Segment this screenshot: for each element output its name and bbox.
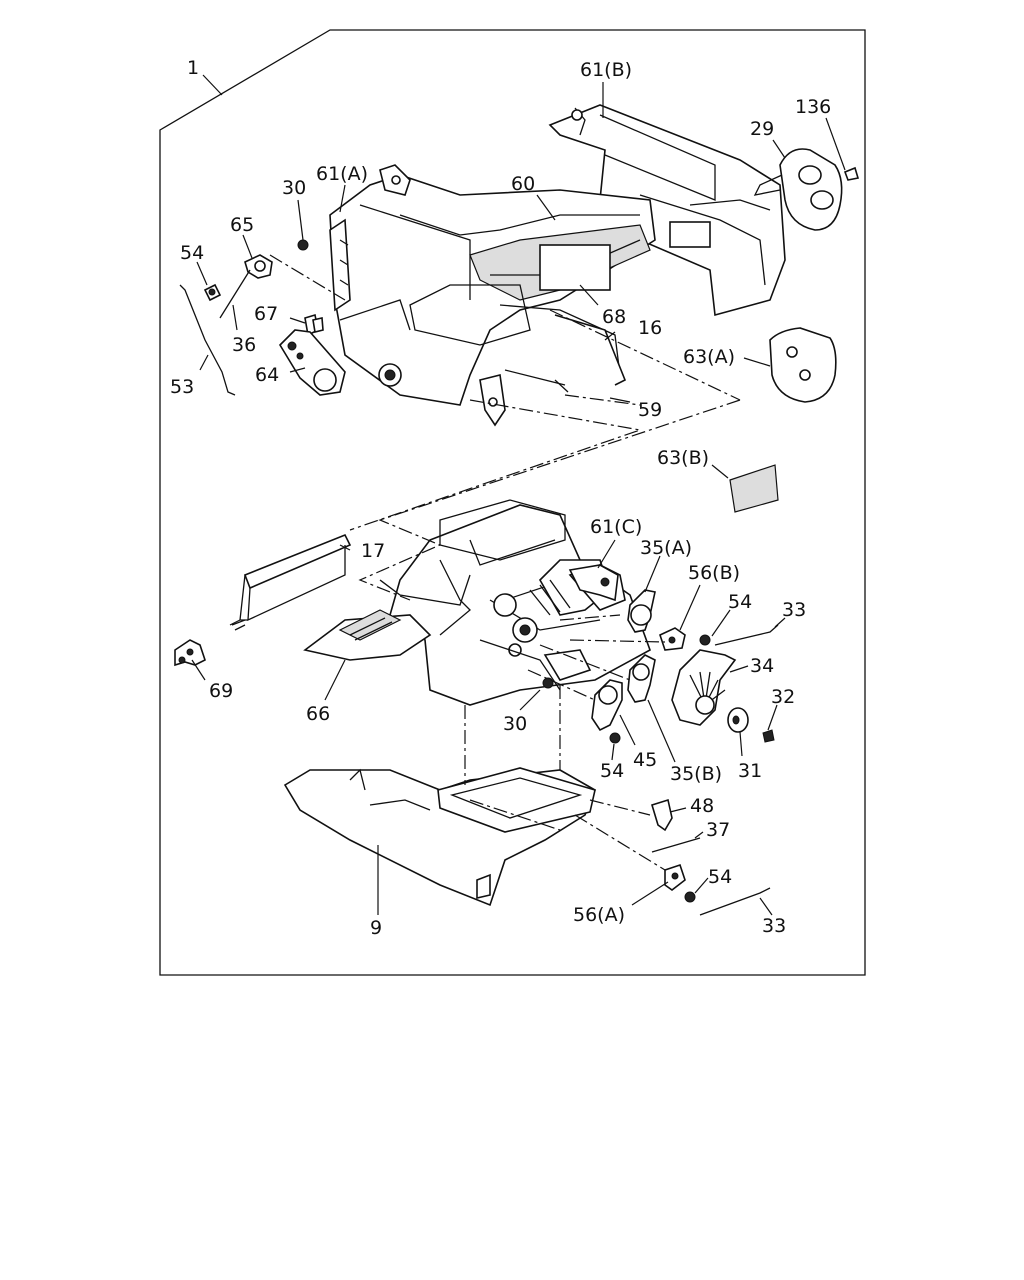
part-31-washer bbox=[727, 707, 749, 733]
part-54-screw-d bbox=[684, 891, 696, 903]
callout-31: 31 bbox=[738, 760, 762, 782]
part-67-clip bbox=[304, 313, 324, 337]
part-63b-pad bbox=[729, 464, 779, 513]
callout-30-lower: 30 bbox=[503, 713, 527, 735]
callout-33-lower: 33 bbox=[762, 915, 786, 937]
part-32-screw bbox=[762, 729, 775, 743]
part-56b-clip bbox=[659, 627, 686, 651]
part-33-rod-lower bbox=[699, 887, 771, 916]
part-33-rod-upper bbox=[714, 624, 779, 646]
part-29-gasket bbox=[753, 148, 843, 231]
callout-29: 29 bbox=[750, 118, 774, 140]
callout-63b: 63(B) bbox=[657, 447, 709, 469]
callout-30-upper: 30 bbox=[282, 177, 306, 199]
callout-136: 136 bbox=[795, 96, 831, 118]
part-54-clip-upper bbox=[203, 283, 222, 302]
callout-36: 36 bbox=[232, 334, 256, 356]
callout-64: 64 bbox=[255, 364, 279, 386]
callout-53: 53 bbox=[170, 376, 194, 398]
part-65-lever bbox=[219, 254, 273, 319]
part-54-screw-b bbox=[699, 634, 711, 646]
part-48-lever bbox=[651, 798, 673, 832]
part-35b-lever bbox=[627, 654, 656, 703]
part-136-screw bbox=[843, 166, 860, 181]
callout-16: 16 bbox=[638, 317, 662, 339]
callout-54-c: 54 bbox=[600, 760, 624, 782]
upper-heater-case bbox=[329, 104, 786, 427]
callout-labels: 1 61(B) 136 29 30 61(A) 60 65 54 67 68 1… bbox=[170, 57, 831, 939]
part-37-rod bbox=[651, 837, 701, 853]
callout-17: 17 bbox=[361, 540, 385, 562]
callout-54-b: 54 bbox=[728, 591, 752, 613]
leader-1 bbox=[202, 74, 223, 96]
part-66-damper bbox=[303, 609, 432, 661]
callout-37: 37 bbox=[706, 819, 730, 841]
part-56a-clip bbox=[664, 863, 686, 891]
callout-56b: 56(B) bbox=[688, 562, 740, 584]
callout-65: 65 bbox=[230, 214, 254, 236]
part-64-link bbox=[278, 329, 346, 396]
callout-61a: 61(A) bbox=[316, 163, 368, 185]
callout-60: 60 bbox=[511, 173, 535, 195]
callout-9: 9 bbox=[370, 917, 382, 939]
callout-59: 59 bbox=[638, 399, 662, 421]
callout-32: 32 bbox=[771, 686, 795, 708]
callout-54-d: 54 bbox=[708, 866, 732, 888]
callout-34: 34 bbox=[750, 655, 774, 677]
callout-45: 45 bbox=[633, 749, 657, 771]
callout-68: 68 bbox=[602, 306, 626, 328]
part-53-rod bbox=[179, 284, 236, 396]
assembly-frame bbox=[159, 29, 866, 976]
part-30-screw-upper bbox=[297, 239, 309, 251]
part-45-link bbox=[591, 679, 623, 732]
callout-63a: 63(A) bbox=[683, 346, 735, 368]
part-54-screw-c bbox=[609, 732, 621, 744]
part-34-cam bbox=[671, 649, 737, 726]
leader-lines bbox=[191, 82, 846, 916]
callout-54-upper: 54 bbox=[180, 242, 204, 264]
callout-56a: 56(A) bbox=[573, 904, 625, 926]
callout-67: 67 bbox=[254, 303, 278, 325]
callout-61b: 61(B) bbox=[580, 59, 632, 81]
part-69-lever bbox=[174, 639, 206, 667]
callout-69: 69 bbox=[209, 680, 233, 702]
part-17-plate bbox=[231, 533, 352, 631]
callout-1: 1 bbox=[187, 57, 199, 79]
callout-66: 66 bbox=[306, 703, 330, 725]
part-30-screw-lower bbox=[542, 677, 554, 689]
callout-33-upper: 33 bbox=[782, 599, 806, 621]
callout-35b: 35(B) bbox=[670, 763, 722, 785]
part-63a-filter bbox=[769, 327, 837, 403]
alignment-lines bbox=[229, 254, 741, 871]
part-9-duct bbox=[283, 767, 597, 907]
callout-35a: 35(A) bbox=[640, 537, 692, 559]
callout-48: 48 bbox=[690, 795, 714, 817]
callout-61c: 61(C) bbox=[590, 516, 642, 538]
part-35a-lever bbox=[627, 589, 656, 633]
